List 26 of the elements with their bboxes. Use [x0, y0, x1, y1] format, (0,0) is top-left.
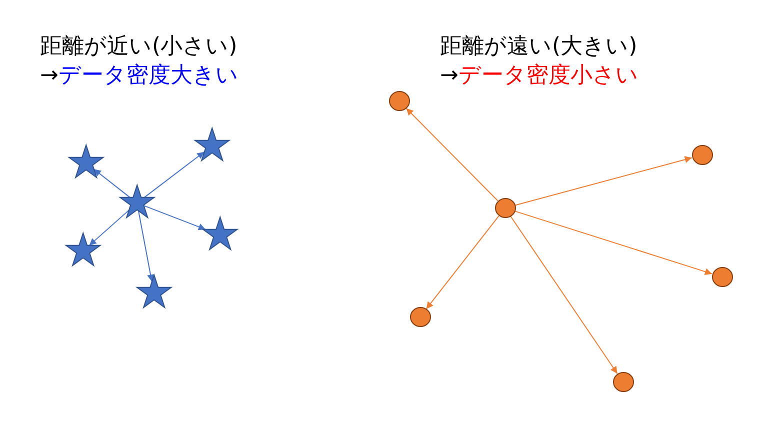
circle-shape	[388, 90, 410, 112]
circle-shape	[494, 197, 516, 219]
arrow	[138, 210, 154, 282]
arrow	[144, 151, 205, 198]
star-shape	[194, 127, 230, 162]
star-shape	[118, 184, 156, 219]
arrow	[510, 216, 618, 374]
heading-text: 距離が近い(小さい)	[40, 33, 238, 61]
heading-text: 距離が遠い(大きい)	[440, 33, 638, 61]
arrow	[426, 216, 500, 310]
note-text: →データ密度大きい	[40, 62, 238, 90]
note-text: →データ密度小さい	[440, 62, 638, 90]
arrow	[514, 156, 692, 206]
arrow	[88, 210, 130, 246]
arrow	[143, 205, 206, 230]
arrow	[514, 210, 713, 276]
circle-shape	[408, 306, 432, 328]
arrow	[93, 168, 130, 198]
circle-shape	[710, 266, 734, 288]
star-shape	[136, 274, 172, 309]
star-shape	[68, 144, 104, 179]
circle-shape	[690, 144, 714, 166]
star-shape	[64, 232, 102, 267]
arrow	[406, 108, 498, 202]
star-shape	[202, 216, 238, 251]
circle-shape	[612, 371, 634, 393]
